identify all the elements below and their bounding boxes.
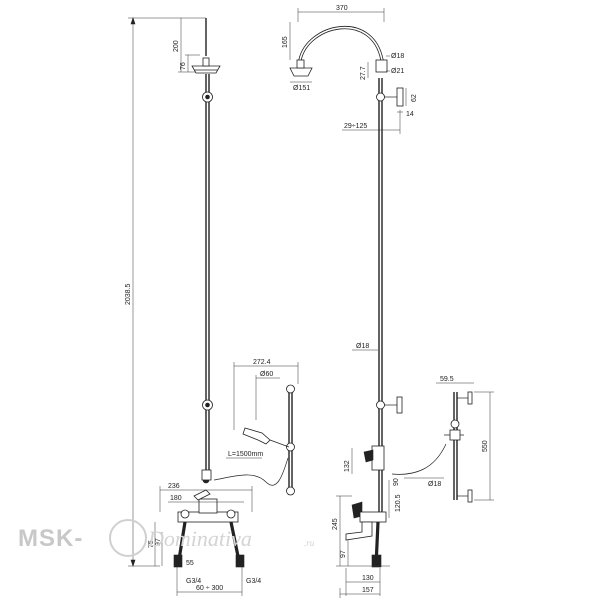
spout-55-label: 55 bbox=[186, 560, 194, 567]
thread-right-label: G3/4 bbox=[246, 578, 261, 585]
side-shower-head bbox=[289, 67, 313, 77]
valve-body bbox=[371, 445, 385, 471]
hose-length-label: L=1500mm bbox=[228, 451, 263, 458]
hand-width-label: 272.4 bbox=[253, 359, 271, 366]
head-dia-label: Ø151 bbox=[293, 85, 310, 92]
head-drop-label: 200 bbox=[173, 40, 180, 52]
riser-dia-label: Ø18 bbox=[356, 343, 369, 350]
spout-97-label: 97 bbox=[340, 550, 347, 558]
side-view: 370 165 Ø151 Ø18 Ø21 27.7 62 14 2 bbox=[282, 5, 494, 598]
hand-shower-side bbox=[450, 419, 460, 429]
arm-width-label: 370 bbox=[336, 5, 348, 12]
dim-75-label: 75 bbox=[148, 540, 155, 548]
shower-hose bbox=[213, 457, 289, 486]
handle-left bbox=[180, 509, 190, 519]
hand-shower bbox=[242, 427, 271, 445]
head-depth-label: 76 bbox=[180, 62, 187, 70]
mixer-inner-label: 180 bbox=[170, 495, 182, 502]
gooseneck-arm bbox=[298, 25, 384, 61]
bath-spout bbox=[345, 521, 373, 541]
watermark-site: Dominativa bbox=[147, 526, 252, 551]
body-245-label: 245 bbox=[332, 518, 339, 530]
shower-head bbox=[191, 65, 221, 74]
watermark-brand: MSK- bbox=[18, 525, 83, 552]
dim-120-label: 120.5 bbox=[395, 494, 402, 512]
mixer-width-label: 236 bbox=[168, 483, 180, 490]
wall-plate-top bbox=[396, 87, 404, 107]
wall-range-label: 29÷125 bbox=[344, 123, 367, 130]
valve-132-label: 132 bbox=[344, 460, 351, 472]
watermark-tld: .ru bbox=[304, 538, 315, 548]
valve-90-label: 90 bbox=[393, 478, 400, 486]
watermark: MSK- Dominativa .ru bbox=[18, 519, 315, 557]
pipe-dia-top-label: Ø18 bbox=[391, 53, 404, 60]
hand-dia-label: Ø60 bbox=[260, 371, 273, 378]
arm-height-label: 165 bbox=[282, 36, 289, 48]
rail-length-label: 550 bbox=[482, 440, 489, 452]
thread-left-label: G3/4 bbox=[186, 578, 201, 585]
bracket-14-label: 14 bbox=[406, 111, 414, 118]
conn-dia-label: Ø21 bbox=[391, 68, 404, 75]
handle-right bbox=[226, 509, 236, 519]
front-view: 2038.5 200 76 272.4 bbox=[125, 17, 299, 596]
base-157-label: 157 bbox=[362, 587, 374, 594]
centres-label: 60 ÷ 300 bbox=[196, 585, 223, 592]
dim-97-label: 97 bbox=[155, 538, 162, 546]
total-height-label: 2038.5 bbox=[125, 283, 132, 305]
hose-dia-label: Ø18 bbox=[428, 481, 441, 488]
base-130-label: 130 bbox=[362, 575, 374, 582]
rail-offset-label: 59.5 bbox=[440, 376, 454, 383]
conn-height-label: 27.7 bbox=[360, 66, 367, 80]
bracket-62-label: 62 bbox=[411, 94, 418, 102]
